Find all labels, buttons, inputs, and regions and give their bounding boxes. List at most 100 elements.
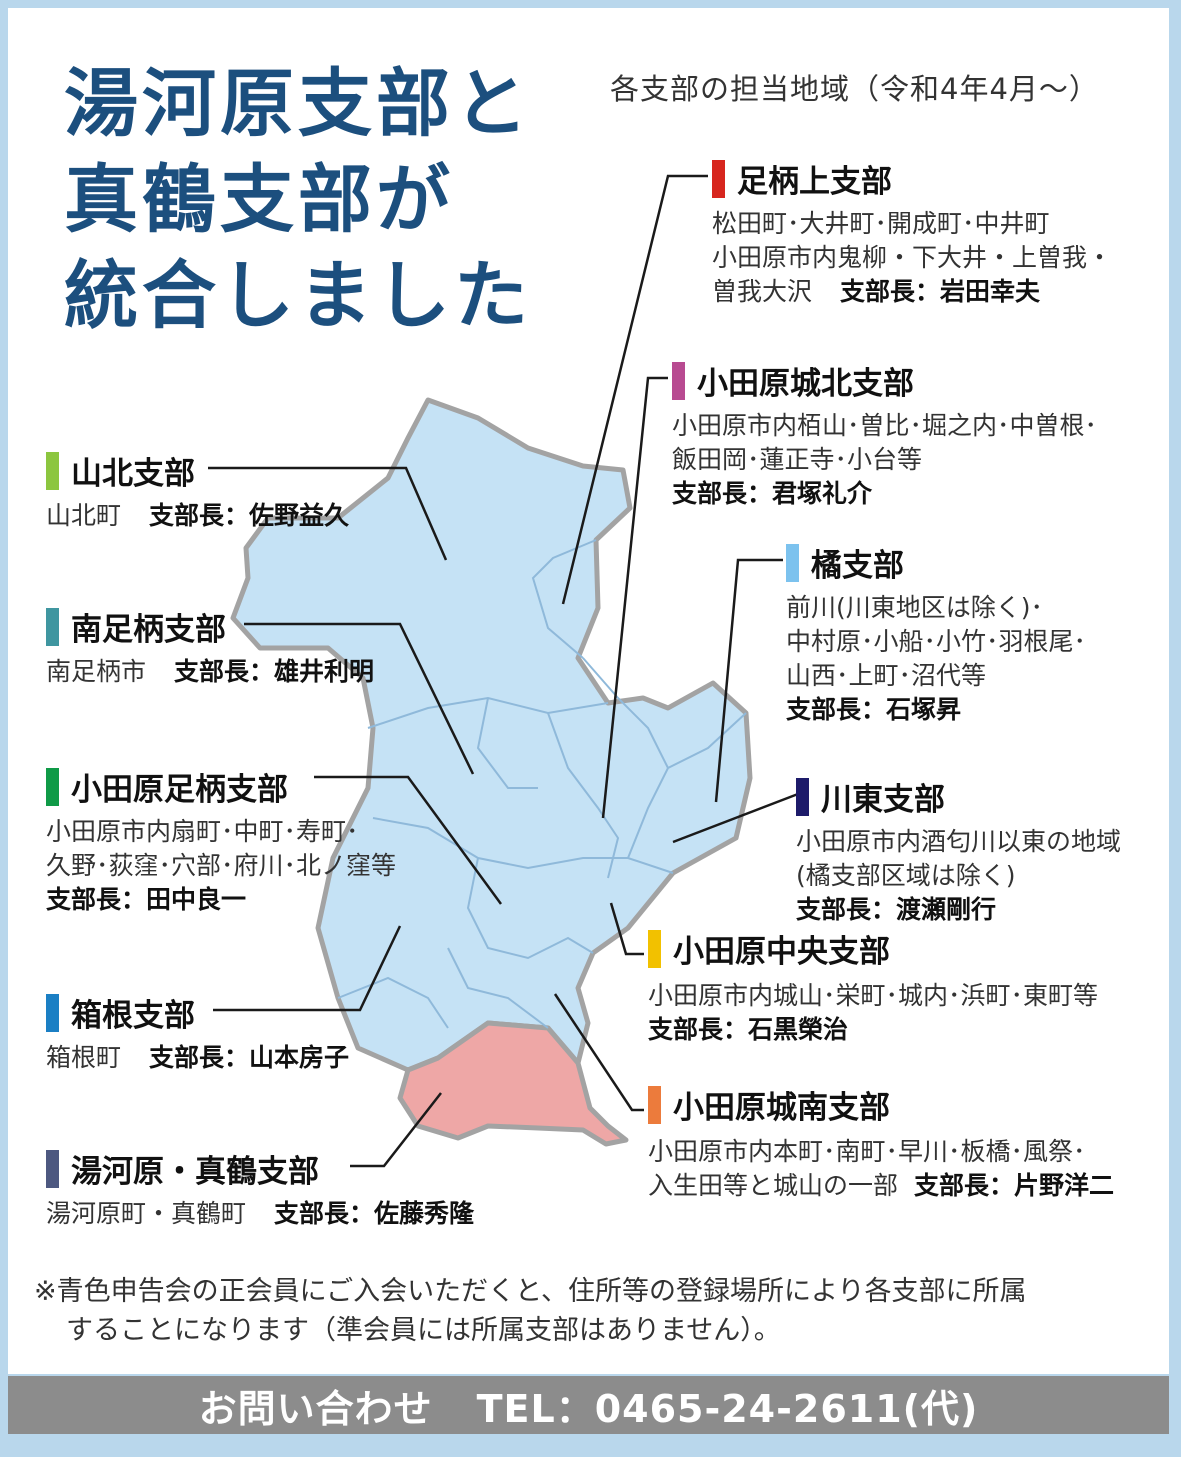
branch-hakone: 箱根支部 箱根町支部長：山本房子 [46, 990, 349, 1075]
branch-chief: 渡瀬剛行 [896, 895, 997, 924]
branch-area: 松田町･大井町･開成町･中井町 [712, 209, 1050, 238]
headline-line-2: 真鶴支部が [64, 157, 454, 243]
branch-area: 山北町 [46, 501, 122, 530]
branch-color-chip [46, 767, 59, 806]
info-panel: 湯河原支部と 真鶴支部が 統合しました 各支部の担当地域（令和4年4月～） 足柄… [8, 8, 1169, 1374]
branch-chief: 山本房子 [249, 1043, 350, 1072]
branch-chief-label: 支部長： [648, 1015, 749, 1044]
leader-kawahigashi [672, 792, 799, 844]
leader-sanhoku [208, 466, 448, 561]
branch-chief-label: 支部長： [46, 885, 147, 914]
branch-minamiashigara: 南足柄支部 南足柄市支部長：雄井利明 [46, 604, 374, 689]
branch-chief-label: 支部長： [149, 501, 250, 530]
branch-chief: 佐野益久 [249, 501, 350, 530]
branch-color-chip [46, 451, 59, 490]
branch-area: 南足柄市 [46, 657, 147, 686]
inner-borders [337, 539, 747, 1029]
branch-name: 南足柄支部 [71, 612, 226, 648]
note-line-2: することになります（準会員には所属支部はありません）。 [66, 1315, 781, 1346]
branch-chief: 田中良一 [146, 885, 247, 914]
leader-odawaraashigara [314, 775, 503, 905]
branch-area: 小田原市内酒匂川以東の地域 [796, 827, 1122, 856]
branch-map [208, 174, 799, 1168]
contact-tel[interactable]: TEL：0465-24-2611(代) [476, 1386, 979, 1431]
branch-color-chip [46, 607, 59, 646]
branch-name: 湯河原・真鶴支部 [71, 1154, 319, 1190]
contact-bar: お問い合わせ TEL：0465-24-2611(代) [8, 1376, 1169, 1434]
branch-chief: 佐藤秀隆 [374, 1199, 475, 1228]
branch-name: 小田原城北支部 [697, 366, 914, 402]
branch-tachibana: 橘支部 前川(川東地区は除く)･ 中村原･小船･小竹･羽根尾･ 山西･上町･沼代… [786, 540, 1086, 727]
membership-note: ※青色申告会の正会員にご入会いただくと、住所等の登録場所により各支部に所属 する… [34, 1272, 1026, 1350]
branch-chief: 雄井利明 [274, 657, 375, 686]
leader-minamiashigara [244, 622, 475, 775]
branch-chief: 岩田幸夫 [940, 277, 1041, 306]
leader-lines [208, 174, 799, 1168]
branch-color-chip [796, 777, 809, 816]
branch-chief: 片野洋二 [1014, 1171, 1115, 1200]
branch-yugawara-manazuru: 湯河原・真鶴支部 湯河原町・真鶴町支部長：佐藤秀隆 [46, 1146, 474, 1231]
note-line-1: ※青色申告会の正会員にご入会いただくと、住所等の登録場所により各支部に所属 [34, 1276, 1027, 1307]
leader-odawarachuo [609, 902, 644, 956]
branch-chief-label: 支部長： [274, 1199, 375, 1228]
branch-area: 曽我大沢 [712, 277, 813, 306]
leader-hakone [213, 925, 402, 1012]
branch-chief: 君塚礼介 [772, 479, 873, 508]
leader-yugawaramanazuru [350, 1092, 442, 1168]
branch-area: 箱根町 [46, 1043, 122, 1072]
branch-chief-label: 支部長： [840, 277, 941, 306]
branch-odawarachuo: 小田原中央支部 小田原市内城山･栄町･城内･浜町･東町等 支部長：石黒榮治 [648, 926, 1098, 1047]
branch-chief: 石塚昇 [886, 695, 962, 724]
branch-area: 中村原･小船･小竹･羽根尾･ [786, 627, 1087, 656]
branch-color-chip [46, 1149, 59, 1188]
branch-kawahigashi: 川東支部 小田原市内酒匂川以東の地域 (橘支部区域は除く) 支部長：渡瀬剛行 [796, 774, 1121, 927]
headline-line-1: 湯河原支部と [64, 61, 532, 147]
branch-chief-label: 支部長： [914, 1171, 1015, 1200]
branch-color-chip [46, 993, 59, 1032]
leader-odawarajonan [553, 993, 644, 1112]
branch-odawarajohoku: 小田原城北支部 小田原市内栢山･曽比･堀之内･中曽根･ 飯田岡･蓮正寺･小台等 … [672, 358, 1097, 511]
branch-area: 小田原市内城山･栄町･城内･浜町･東町等 [648, 981, 1099, 1010]
map-region-yugawara-manazuru [397, 1020, 629, 1147]
branch-name: 足柄上支部 [737, 164, 892, 200]
leader-odawarajohoku [601, 376, 668, 819]
branch-odawarajonan: 小田原城南支部 小田原市内本町･南町･早川･板橋･風祭･ 入生田等と城山の一部支… [648, 1082, 1114, 1203]
branch-area: 小田原市内栢山･曽比･堀之内･中曽根･ [672, 411, 1098, 440]
branch-chief: 石黒榮治 [748, 1015, 849, 1044]
subtitle: 各支部の担当地域（令和4年4月～） [610, 72, 1099, 106]
branch-name: 小田原城南支部 [673, 1090, 890, 1126]
branch-chief-label: 支部長： [174, 657, 275, 686]
headline-line-3: 統合しました [64, 253, 532, 339]
branch-chief-label: 支部長： [786, 695, 887, 724]
branch-color-chip [648, 1085, 661, 1124]
branch-chief-label: 支部長： [796, 895, 897, 924]
branch-area: 湯河原町・真鶴町 [46, 1199, 247, 1228]
branch-name: 橘支部 [811, 548, 904, 584]
branch-name: 箱根支部 [71, 998, 195, 1034]
branch-odawaraashigara: 小田原足柄支部 小田原市内扇町･中町･寿町･ 久野･荻窪･穴部･府川･北ノ窪等 … [46, 764, 396, 917]
branch-color-chip [786, 543, 799, 582]
branch-area: 小田原市内扇町･中町･寿町･ [46, 817, 359, 846]
branch-chief-label: 支部長： [149, 1043, 250, 1072]
branch-name: 川東支部 [821, 782, 945, 818]
contact-label: お問い合わせ [198, 1386, 433, 1431]
branch-area: 小田原市内鬼柳・下大井・上曽我・ [712, 243, 1113, 272]
branch-ashigarakami: 足柄上支部 松田町･大井町･開成町･中井町 小田原市内鬼柳・下大井・上曽我・ 曽… [712, 156, 1112, 309]
branch-color-chip [672, 361, 685, 400]
branch-area: 入生田等と城山の一部 [648, 1171, 899, 1200]
headline: 湯河原支部と 真鶴支部が 統合しました [64, 56, 532, 344]
branch-name: 山北支部 [71, 456, 195, 492]
branch-name: 小田原足柄支部 [71, 772, 288, 808]
branch-area: 久野･荻窪･穴部･府川･北ノ窪等 [46, 851, 397, 880]
branch-chief-label: 支部長： [672, 479, 773, 508]
branch-color-chip [712, 159, 725, 198]
branch-area: 飯田岡･蓮正寺･小台等 [672, 445, 923, 474]
leader-ashigarakami [561, 174, 708, 605]
branch-color-chip [648, 929, 661, 968]
branch-area: 前川(川東地区は除く)･ [786, 593, 1044, 622]
leader-tachibana [714, 558, 783, 803]
branch-area: (橘支部区域は除く) [796, 861, 1016, 890]
branch-name: 小田原中央支部 [673, 934, 890, 970]
branch-area: 小田原市内本町･南町･早川･板橋･風祭･ [648, 1137, 1086, 1166]
branch-area: 山西･上町･沼代等 [786, 661, 987, 690]
